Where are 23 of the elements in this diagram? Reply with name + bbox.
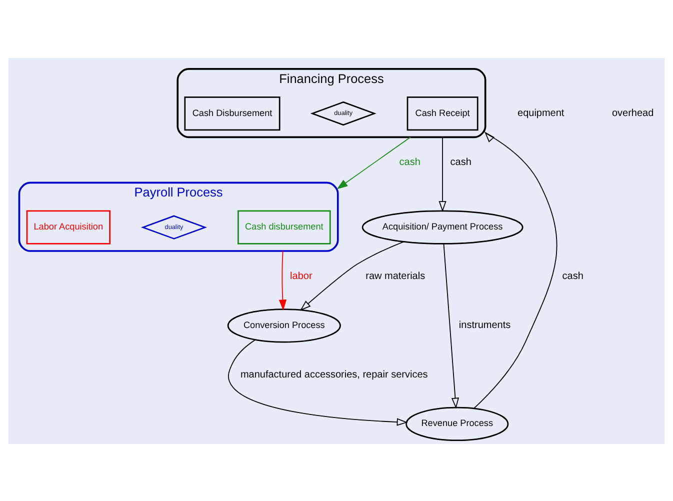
- edge-label: raw materials: [366, 270, 426, 282]
- arrow: [473, 131, 558, 408]
- edge-label: cash: [562, 270, 584, 282]
- node-ellipse: Revenue Process: [406, 406, 509, 441]
- node-box: Cash Receipt: [406, 96, 478, 130]
- arrow: [438, 136, 446, 212]
- arrow: [228, 338, 408, 426]
- node-ellipse: Acquisition/ Payment Process: [362, 210, 524, 244]
- arrow: [336, 136, 411, 189]
- edge-label: instruments: [458, 320, 511, 331]
- edge-label: labor: [290, 270, 312, 282]
- arrow: [278, 250, 287, 310]
- label: overhead: [612, 108, 654, 119]
- edge-label: cash: [399, 156, 420, 168]
- node-ellipse: Conversion Process: [227, 308, 341, 342]
- edge-label: manufactured accessories, repair services: [240, 368, 428, 380]
- node-box: Labor Acquisition: [26, 210, 110, 244]
- arrow: [443, 242, 460, 408]
- label: equipment: [518, 108, 564, 119]
- node-box: Cash Disbursement: [184, 96, 280, 130]
- edge-label: cash: [450, 156, 472, 168]
- arrow: [300, 240, 404, 310]
- node-box: Cash disbursement: [238, 210, 331, 244]
